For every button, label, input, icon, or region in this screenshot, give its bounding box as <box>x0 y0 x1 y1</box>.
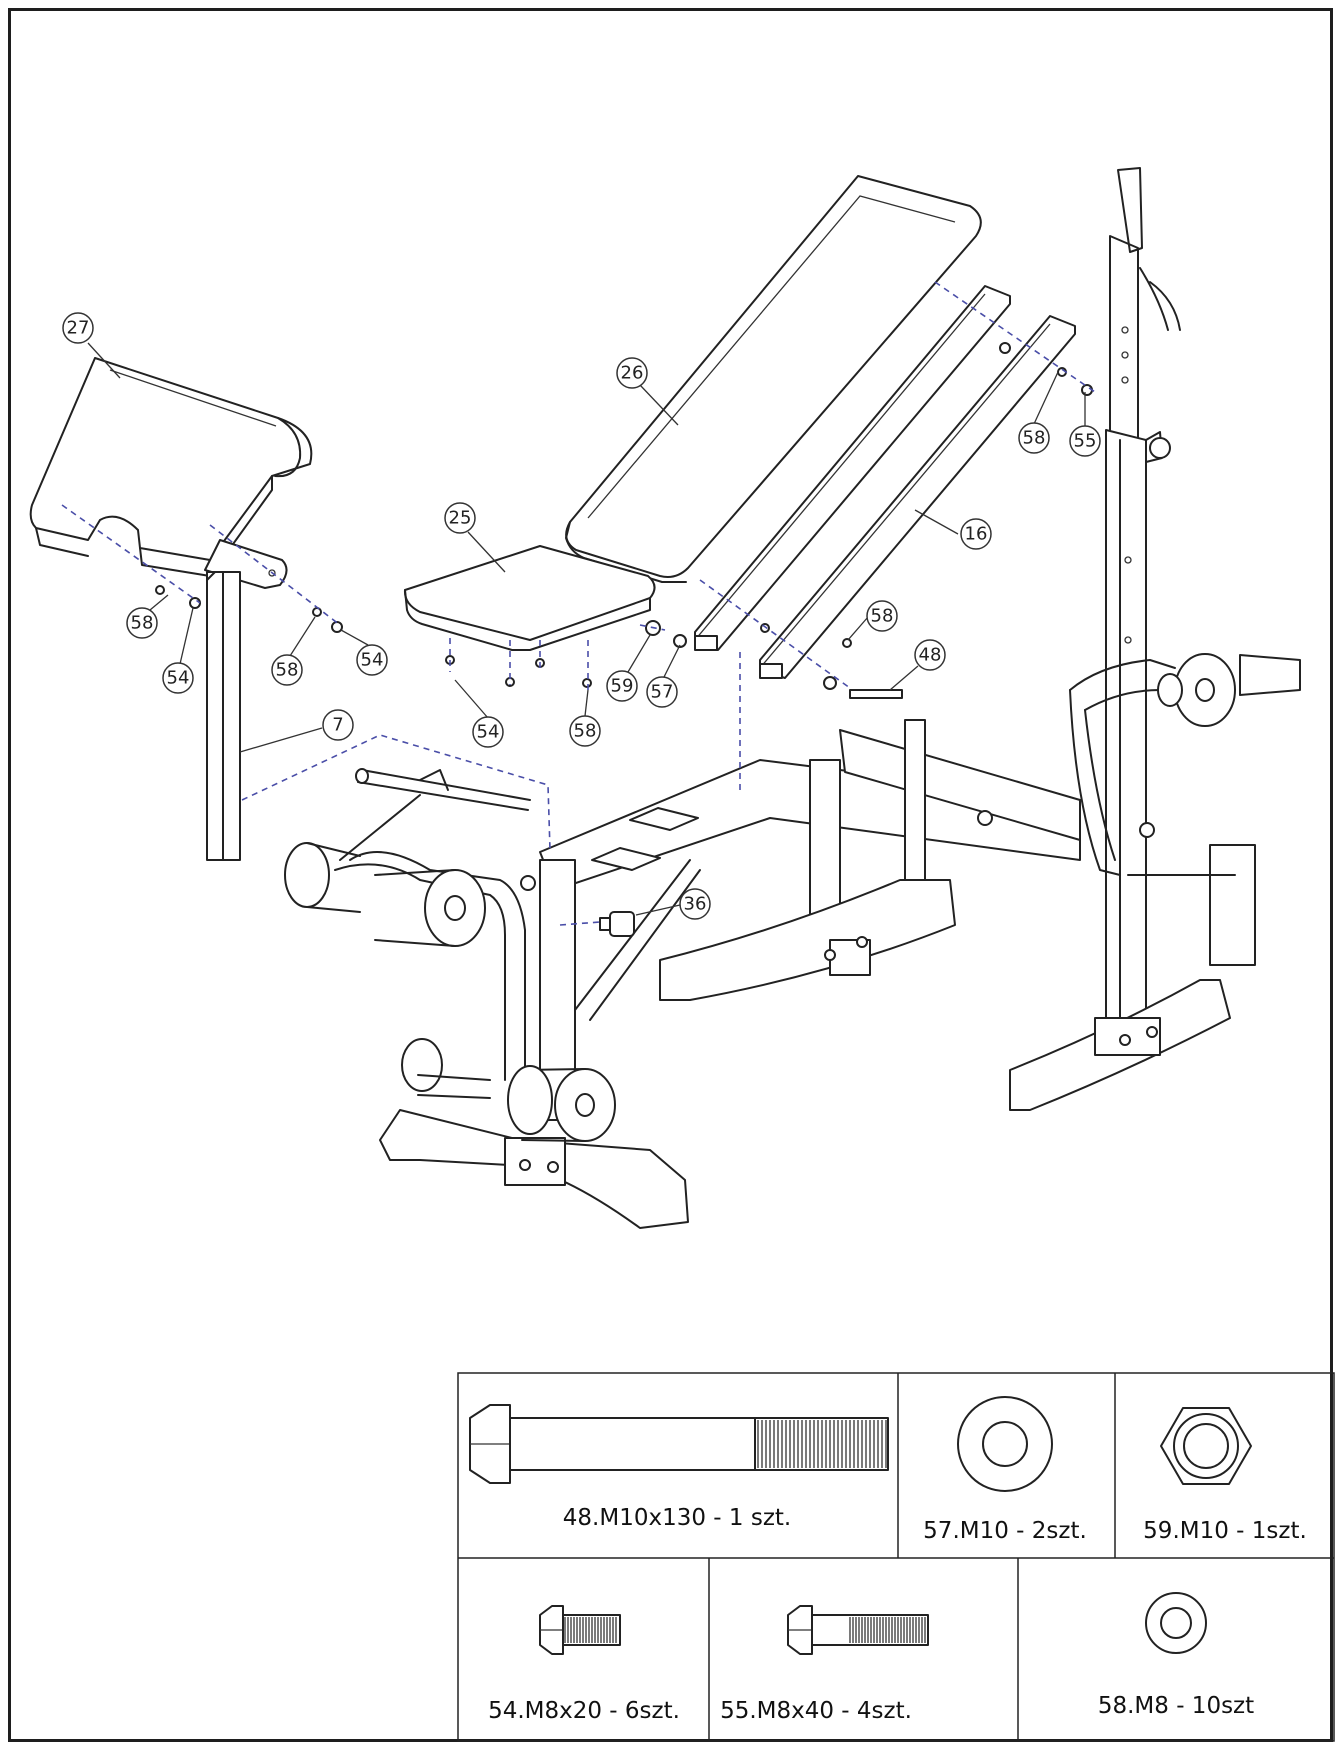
parts-label-54: 54.M8x20 - 6szt. <box>488 1698 680 1724</box>
seat-pad-part <box>403 545 656 651</box>
callout-54-seat: 54 <box>454 679 504 748</box>
backrest-pad-part <box>565 175 982 583</box>
barbell-rack-upright-part <box>1105 167 1181 1031</box>
callout-54-left: 54 <box>162 607 194 694</box>
callout-26: 26 <box>616 357 679 426</box>
svg-text:26: 26 <box>621 363 644 384</box>
svg-text:58: 58 <box>871 606 894 627</box>
adjustment-knob-part <box>599 911 635 937</box>
upright-post-part <box>206 571 241 861</box>
svg-text:58: 58 <box>574 721 597 742</box>
svg-text:59: 59 <box>611 676 634 697</box>
callout-48: 48 <box>889 639 946 691</box>
assembly-guide-lines <box>61 281 1096 926</box>
callout-58-rail: 58 <box>847 600 898 641</box>
short-bolt-icon <box>539 1605 621 1655</box>
callout-25: 25 <box>444 502 506 573</box>
hardware-in-exploded-view <box>155 342 1171 699</box>
callout-54-center-left: 54 <box>340 629 388 676</box>
callout-27: 27 <box>62 312 121 379</box>
callout-7: 7 <box>239 709 354 753</box>
svg-text:54: 54 <box>167 668 190 689</box>
svg-text:54: 54 <box>361 650 384 671</box>
medium-bolt-icon <box>787 1605 929 1655</box>
svg-text:55: 55 <box>1074 431 1097 452</box>
svg-text:36: 36 <box>684 894 707 915</box>
parts-label-59: 59.M10 - 1szt. <box>1143 1518 1307 1544</box>
svg-text:57: 57 <box>651 682 674 703</box>
backrest-rails-part <box>694 285 1076 679</box>
svg-text:25: 25 <box>449 508 472 529</box>
arm-curl-pad-part <box>29 357 313 589</box>
svg-text:58: 58 <box>131 613 154 634</box>
callout-58-center-left: 58 <box>271 616 316 686</box>
svg-text:16: 16 <box>965 524 988 545</box>
bench-frame-part <box>379 719 1256 1229</box>
upper-leg-roller-part <box>1069 653 1301 876</box>
hex-nut-icon <box>1160 1407 1252 1485</box>
leg-developer-part <box>284 768 616 1142</box>
svg-text:54: 54 <box>477 722 500 743</box>
callout-58-left: 58 <box>126 594 169 639</box>
svg-text:7: 7 <box>332 715 343 736</box>
parts-label-58: 58.M8 - 10szt <box>1098 1693 1254 1719</box>
svg-text:48: 48 <box>919 645 942 666</box>
callout-16: 16 <box>914 509 992 550</box>
hardware-parts-table: 48.M10x130 - 1 szt. 57.M10 - 2szt. 59.M1… <box>457 1372 1335 1742</box>
callout-58-seat: 58 <box>569 689 601 747</box>
svg-text:58: 58 <box>1023 428 1046 449</box>
svg-text:58: 58 <box>276 660 299 681</box>
parts-label-48: 48.M10x130 - 1 szt. <box>563 1505 791 1531</box>
callout-59: 59 <box>606 634 651 702</box>
parts-label-55: 55.M8x40 - 4szt. <box>720 1698 912 1724</box>
washer-icon <box>957 1396 1053 1492</box>
svg-text:27: 27 <box>67 318 90 339</box>
small-washer-icon <box>1145 1592 1207 1654</box>
callout-57: 57 <box>646 644 681 708</box>
callout-55: 55 <box>1069 392 1101 457</box>
long-bolt-icon <box>469 1404 889 1484</box>
parts-label-57: 57.M10 - 2szt. <box>923 1518 1087 1544</box>
callout-58-rack: 58 <box>1018 371 1059 454</box>
callout-36: 36 <box>635 888 711 920</box>
